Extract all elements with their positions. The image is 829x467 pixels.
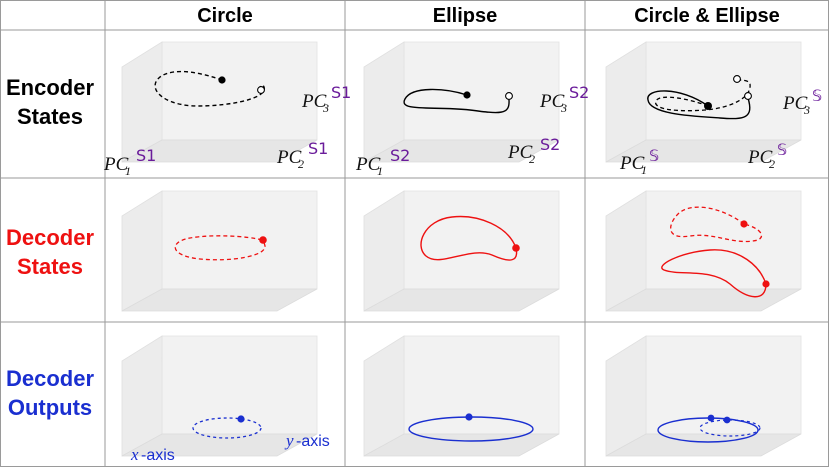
svg-text:PC: PC [747,147,773,168]
encoder-end-point [257,86,265,94]
row-label-encoder-line1: Encoder [6,75,94,100]
column-header-ellipse: Ellipse [433,5,497,27]
svg-text:-axis: -axis [296,433,330,450]
decoder-ellipse-trajectory [661,249,767,298]
decoder-output-point [465,413,473,421]
cell-decoder-outputs-both [605,335,802,457]
pc3-label: PC 3 [782,93,810,117]
svg-text:PC: PC [301,91,327,112]
manifold-label-s2: S2 [569,83,589,102]
row-label-decoder-outputs-line1: Decoder [6,366,94,391]
pc3-label: PC 3 [539,91,567,115]
cell-decoder-states-circle [121,190,318,312]
cell-decoder-outputs-circle: x -axis y -axis [121,335,330,464]
decoder-circle-trajectory [670,206,763,243]
encoder-ellipse-trajectory [403,88,510,114]
row-label-decoder-outputs-line2: Outputs [8,395,92,420]
manifold-label-s1: S1 [308,139,328,158]
encoder-end-point [733,75,741,83]
svg-text:2: 2 [769,157,775,171]
svg-text:y: y [284,431,294,450]
cell-encoder-ellipse: PC 3 S2 PC 1 S2 PC 2 S2 [355,41,589,178]
y-axis-label: y -axis [284,431,330,450]
encoder-end-point [744,92,752,100]
encoder-start-point [463,91,471,99]
column-header-circle-ellipse: Circle & Ellipse [634,5,780,27]
pc1-label: PC 1 [103,154,131,178]
row-label-decoder-states-line2: States [17,254,83,279]
svg-text:1: 1 [377,164,383,178]
encoder-end-point [505,92,513,100]
column-header-circle: Circle [197,5,253,27]
svg-text:PC: PC [507,142,533,163]
decoder-point [762,280,770,288]
cell-encoder-both: PC 3 𝕊 PC 1 𝕊 PC 2 𝕊 [605,41,822,177]
svg-text:PC: PC [539,91,565,112]
decoder-point [512,244,520,252]
svg-text:PC: PC [619,153,645,174]
svg-text:PC: PC [355,154,381,175]
svg-text:3: 3 [560,101,567,115]
svg-text:PC: PC [276,147,302,168]
encoder-circle-trajectory [655,79,751,112]
pc1-label: PC 1 [619,153,647,177]
manifold-label-s2: S2 [390,146,410,165]
svg-text:2: 2 [298,157,304,171]
manifold-label-s1: S1 [331,83,351,102]
encoder-start-point [218,76,226,84]
decoder-point [740,220,748,228]
svg-text:1: 1 [641,163,647,177]
decoder-output-point [723,416,731,424]
svg-text:3: 3 [803,103,810,117]
cell-decoder-states-both [605,190,802,312]
pc2-label: PC 2 [507,142,535,166]
decoder-output-point [707,414,715,422]
manifold-label-s2: S2 [540,135,560,154]
decoder-output-circle [192,417,262,439]
decoder-output-point [237,415,245,423]
svg-text:x: x [130,445,139,464]
decoder-point [259,236,267,244]
x-axis-label: x -axis [130,445,175,464]
cell-decoder-states-ellipse [363,190,560,312]
pc2-label: PC 2 [276,147,304,171]
svg-text:2: 2 [529,152,535,166]
svg-text:PC: PC [782,93,808,114]
decoder-ellipse-trajectory [420,215,518,261]
svg-text:1: 1 [125,164,131,178]
svg-text:-axis: -axis [141,447,175,464]
row-label-decoder-states-line1: Decoder [6,225,94,250]
pc1-label: PC 1 [355,154,383,178]
manifold-label-s1: S1 [136,146,156,165]
encoder-ellipse-trajectory [647,90,751,120]
encoder-start-point [704,102,712,110]
pc2-label: PC 2 [747,147,775,171]
pc3-label: PC 3 [301,91,329,115]
svg-text:PC: PC [103,154,129,175]
manifold-label-double: 𝕊 [812,86,822,105]
manifold-label-double: 𝕊 [777,140,787,159]
svg-text:3: 3 [322,101,329,115]
cell-decoder-outputs-ellipse [363,335,560,457]
cell-encoder-circle: PC 3 S1 PC 1 S1 PC 2 S1 [103,41,351,178]
manifold-label-double: 𝕊 [649,146,659,165]
row-label-encoder-line2: States [17,104,83,129]
